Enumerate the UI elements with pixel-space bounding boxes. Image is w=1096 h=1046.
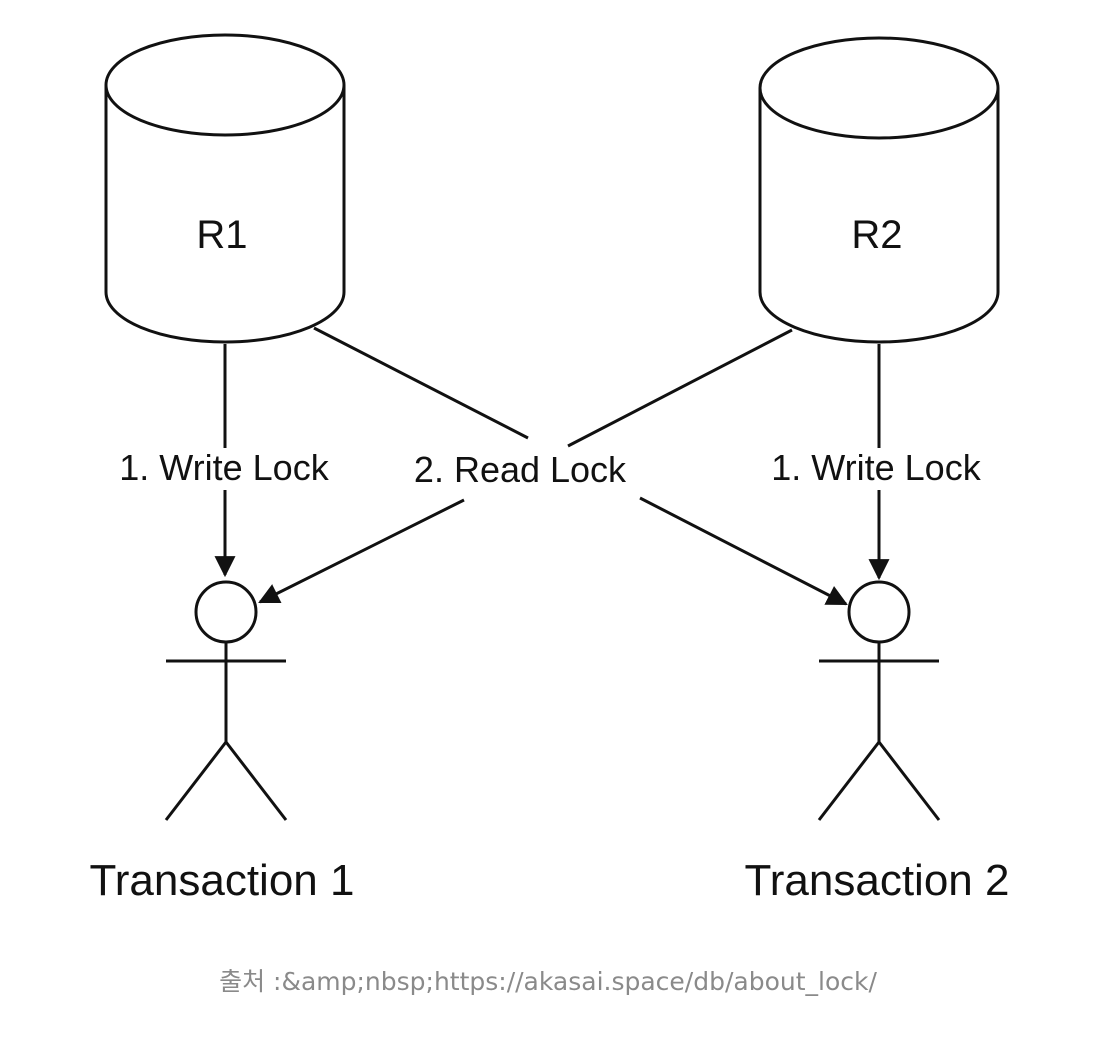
edge-label-write-lock-1: 1. Write Lock bbox=[119, 447, 329, 488]
actor-transaction-2-label: Transaction 2 bbox=[745, 856, 1010, 905]
resource-r2-label: R2 bbox=[851, 213, 902, 257]
actor-transaction-1-label: Transaction 1 bbox=[90, 856, 355, 905]
edge-r1-t2 bbox=[313, 326, 848, 606]
source-caption: 출처 :&amp;nbsp;https://akasai.space/db/ab… bbox=[219, 967, 877, 996]
actor-head bbox=[847, 580, 911, 644]
edge-label-read-lock: 2. Read Lock bbox=[414, 449, 627, 490]
edge-r2-t1 bbox=[258, 328, 793, 604]
resource-r1: R1 bbox=[104, 33, 346, 344]
actor-transaction-1 bbox=[164, 580, 288, 821]
resource-r2: R2 bbox=[758, 36, 1000, 344]
actor-transaction-2 bbox=[817, 580, 941, 821]
edge-label-write-lock-2: 1. Write Lock bbox=[771, 447, 981, 488]
actor-head bbox=[194, 580, 258, 644]
resource-r1-label: R1 bbox=[196, 213, 247, 257]
lock-diagram: R1 R2 1. Write Lock 1. Write Lock 2. Rea… bbox=[90, 33, 1010, 905]
